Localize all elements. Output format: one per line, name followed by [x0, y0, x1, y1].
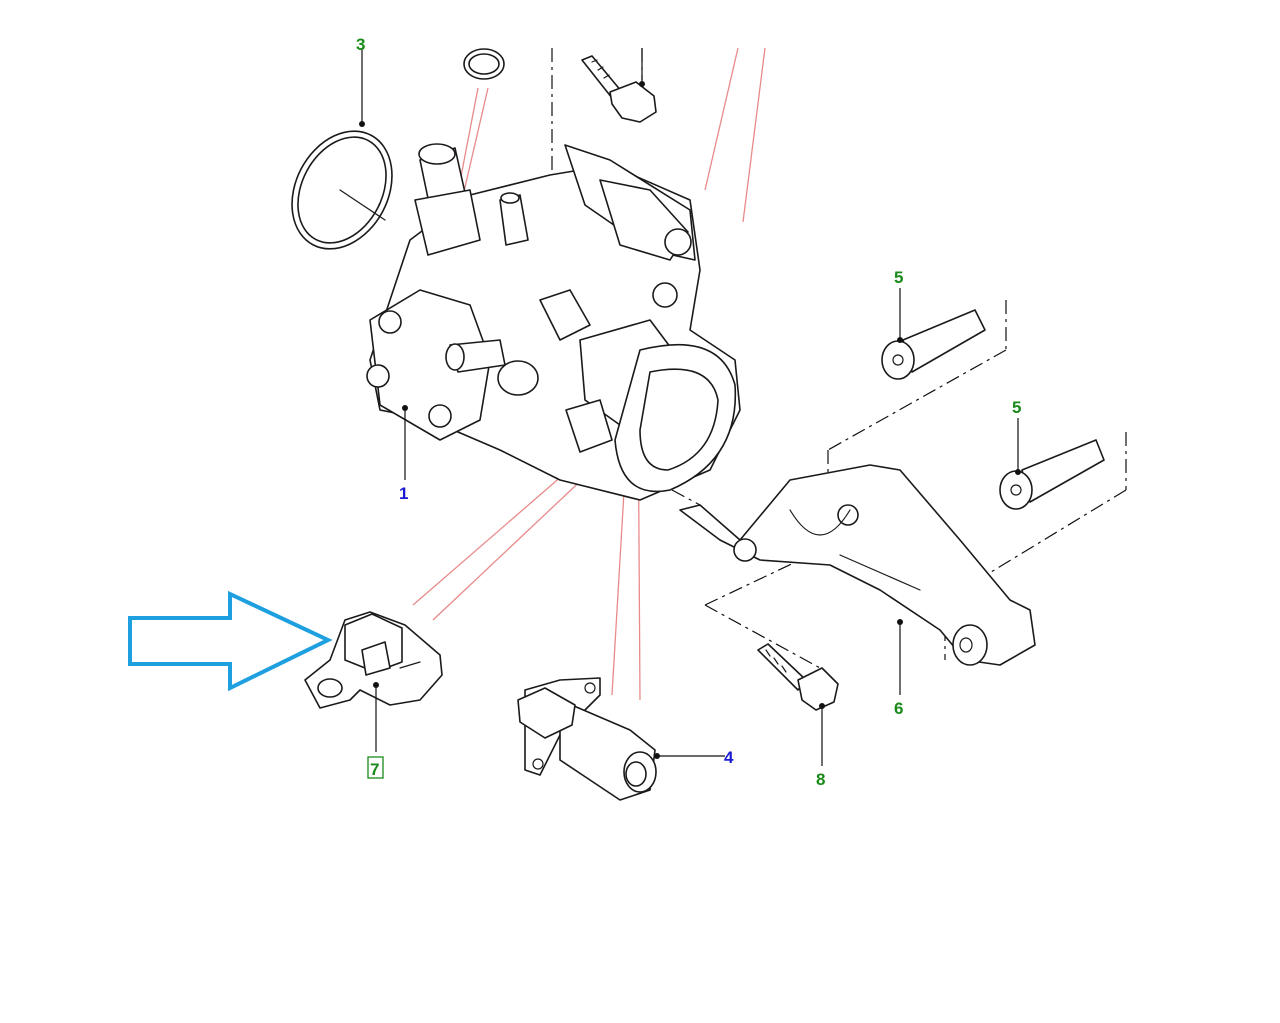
callout-6: 6	[894, 699, 903, 718]
callout-5-upper: 5	[894, 268, 903, 287]
mounting-bracket-part	[679, 464, 1036, 666]
callout-leaders	[359, 48, 1021, 766]
bottom-bolt-part	[757, 643, 839, 711]
sensor-part	[304, 611, 443, 709]
callout-7: 7	[370, 760, 379, 779]
callout-7-highlight-box	[367, 756, 384, 779]
o-ring-part	[291, 130, 393, 250]
washer-part	[463, 48, 505, 80]
callout-4: 4	[724, 748, 734, 767]
pump-body-part	[366, 143, 741, 501]
callout-1: 1	[399, 484, 408, 503]
callout-3: 3	[356, 35, 365, 54]
callout-8: 8	[816, 770, 825, 789]
bolt-upper-part	[881, 309, 986, 380]
solenoid-valve-part	[517, 677, 657, 801]
bolt-lower-part	[999, 439, 1105, 510]
highlight-arrow	[128, 590, 333, 692]
callout-5-lower: 5	[1012, 398, 1021, 417]
top-bolt-part	[581, 55, 657, 123]
